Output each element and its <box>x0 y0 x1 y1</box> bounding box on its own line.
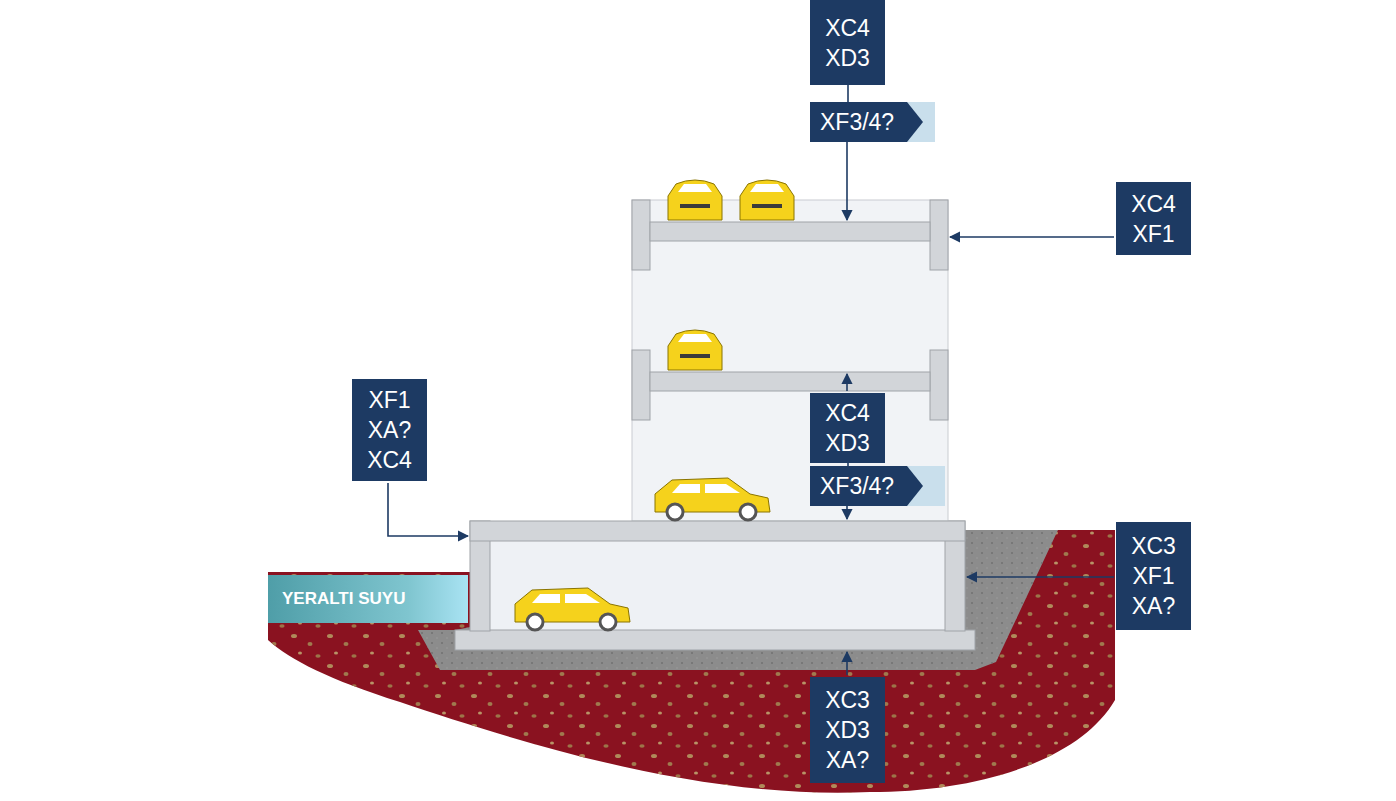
exposure-class-code: XA? <box>826 745 869 775</box>
exposure-class-code: XC4 <box>367 445 412 475</box>
exposure-class-box: XC3XF1XA? <box>1116 522 1191 630</box>
exposure-class-code: XA? <box>368 415 411 445</box>
exposure-class-code: XA? <box>1132 591 1175 621</box>
exposure-class-code: XC4 <box>1131 189 1176 219</box>
exposure-class-code: XC3 <box>825 685 870 715</box>
exposure-class-code: XD3 <box>825 43 870 73</box>
connector-line <box>847 463 849 466</box>
exposure-class-code: XD3 <box>825 428 870 458</box>
exposure-class-code: XC4 <box>825 13 870 43</box>
connector-line <box>847 85 849 102</box>
exposure-class-code: XF3/4? <box>820 471 894 501</box>
groundwater-band: YERALTI SUYU <box>268 575 468 623</box>
exposure-class-box: XC4XD3 <box>810 0 885 85</box>
exposure-class-code: XF3/4? <box>820 107 894 137</box>
exposure-class-box: XC3XD3XA? <box>810 677 885 783</box>
exposure-class-box: XC4XF1 <box>1116 182 1191 255</box>
exposure-class-code: XD3 <box>825 715 870 745</box>
exposure-class-box: XC4XD3 <box>810 393 885 463</box>
groundwater-label: YERALTI SUYU <box>282 588 405 610</box>
exposure-tag: XF3/4? <box>810 466 945 506</box>
exposure-tag: XF3/4? <box>810 102 935 142</box>
exposure-class-code: XF1 <box>1132 219 1174 249</box>
exposure-class-code: XF1 <box>1132 561 1174 591</box>
exposure-class-code: XC4 <box>825 398 870 428</box>
exposure-class-box: XF1XA?XC4 <box>352 379 427 481</box>
exposure-class-code: XC3 <box>1131 531 1176 561</box>
exposure-class-code: XF1 <box>368 385 410 415</box>
